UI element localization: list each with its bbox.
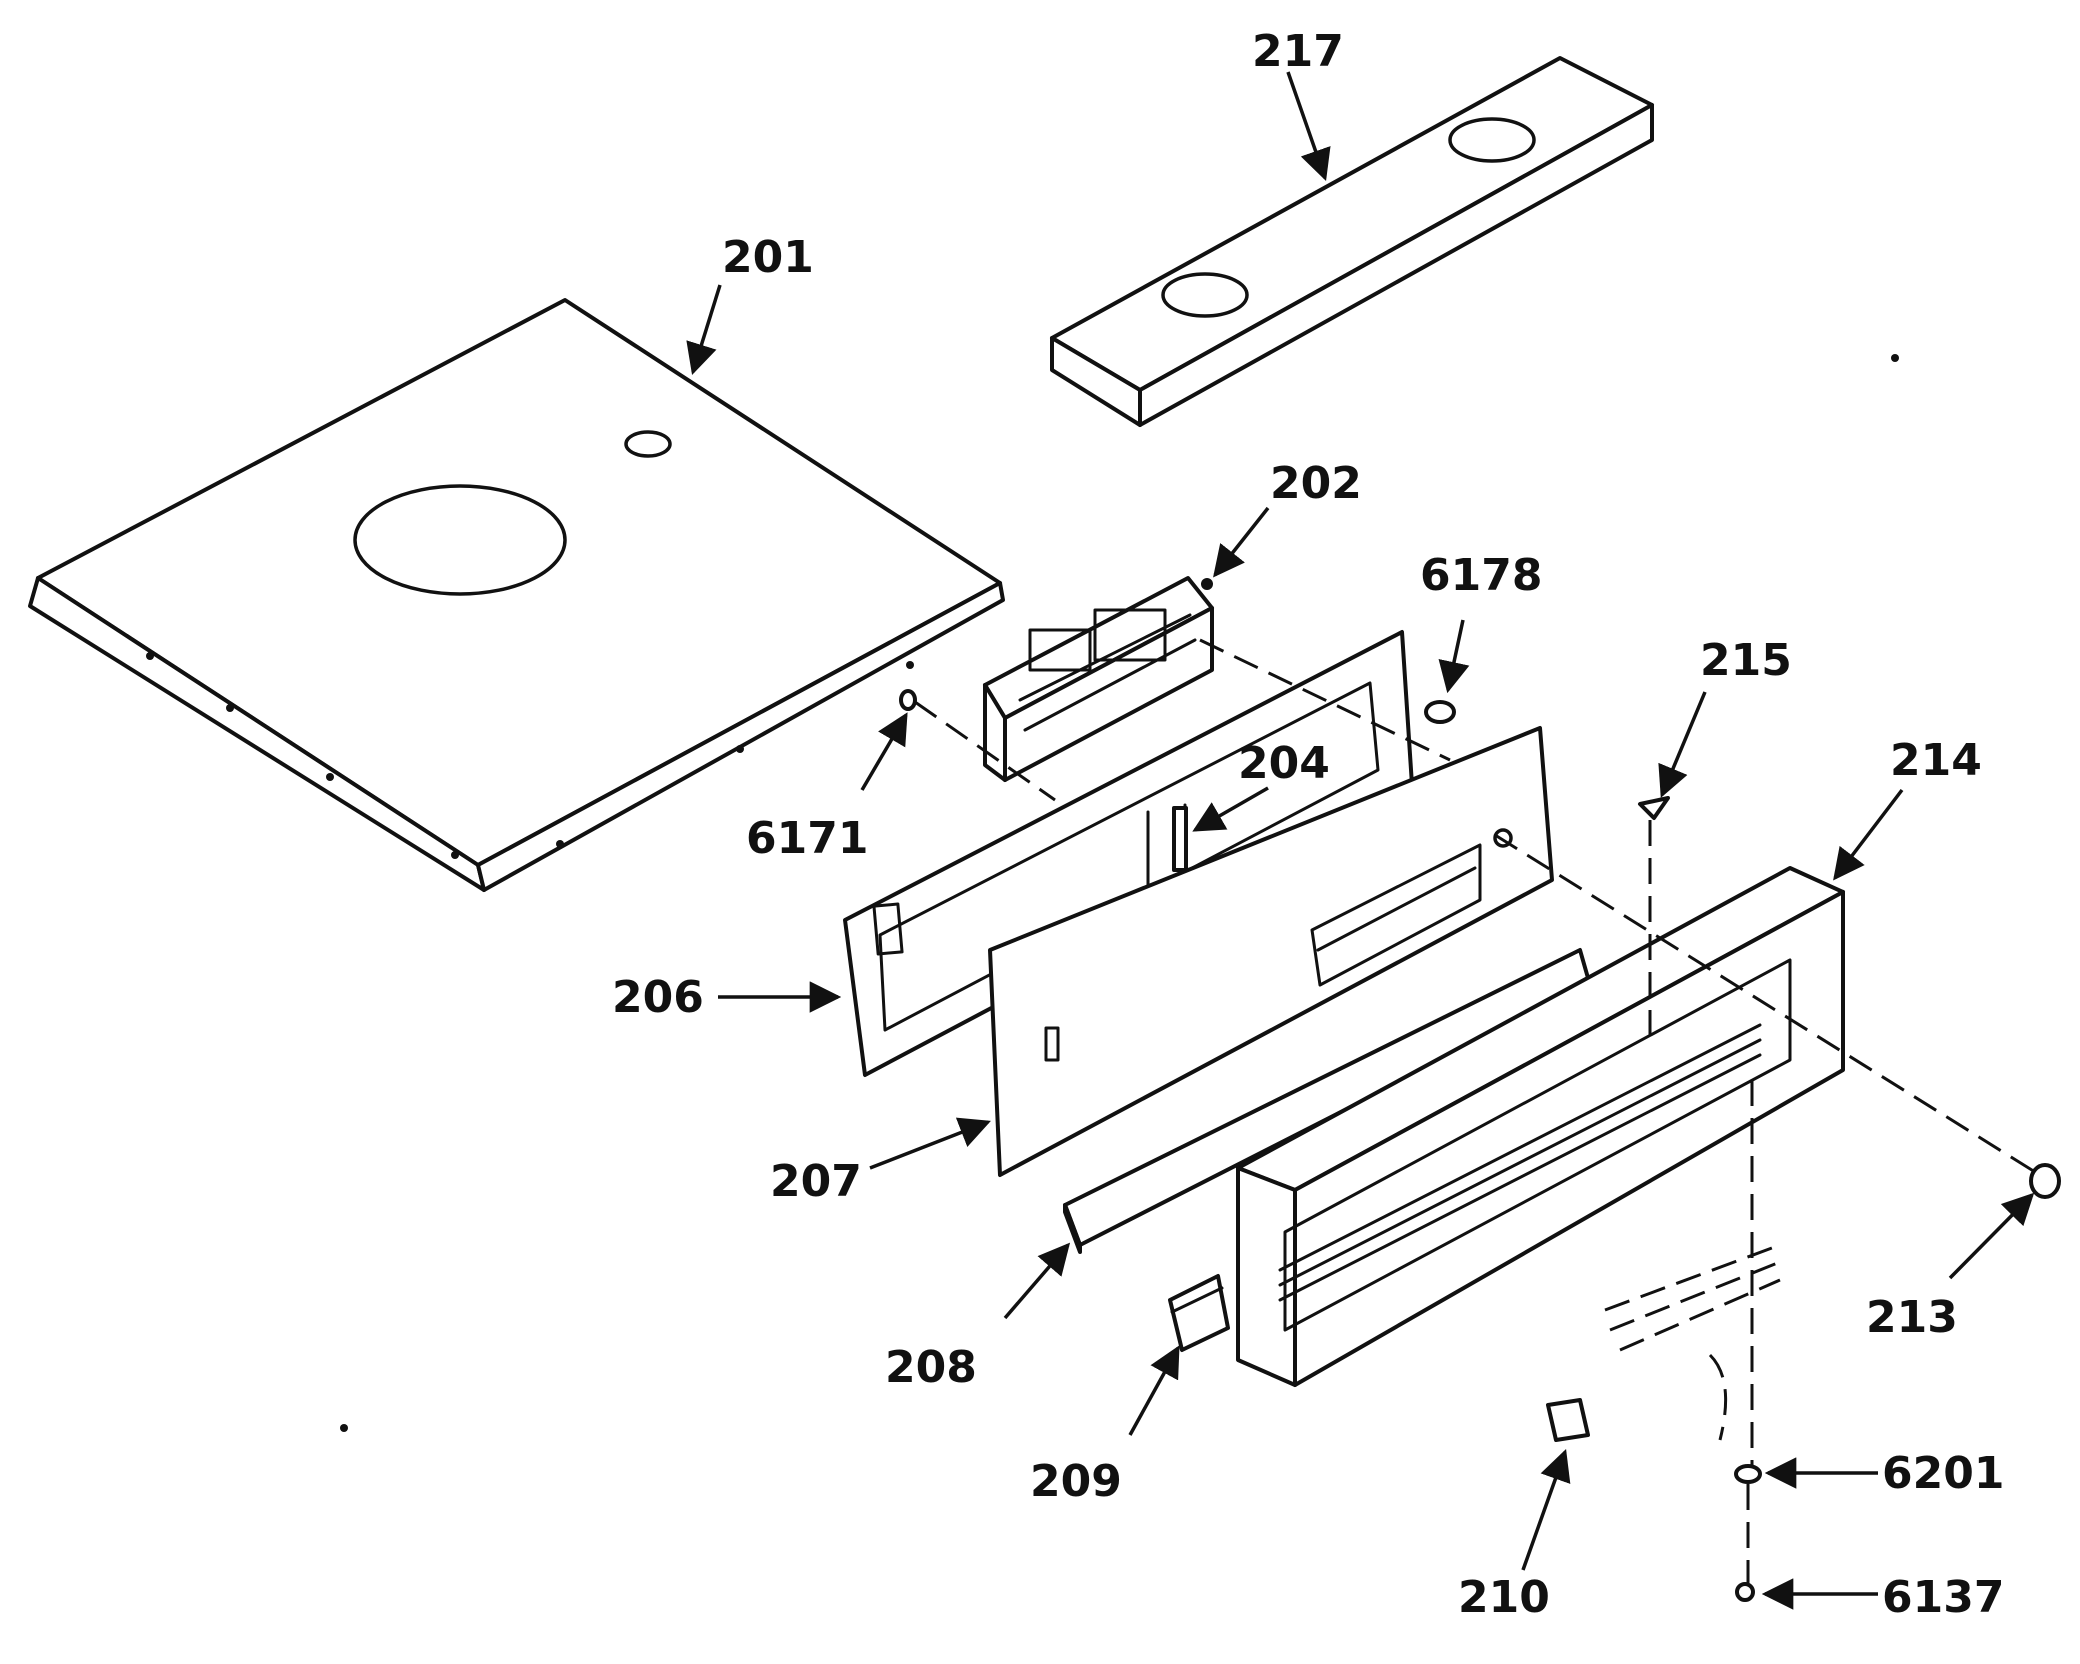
label-214: 214 (1890, 735, 1982, 786)
callout-labels: 201 217 202 6178 215 204 214 6171 206 20… (612, 26, 2004, 1623)
part-204-pin (1172, 806, 1188, 872)
part-201-top-panel (28, 298, 1005, 892)
label-6178: 6178 (1420, 550, 1542, 601)
label-217: 217 (1252, 26, 1344, 77)
part-6137-screw (1735, 1582, 1755, 1602)
label-6171: 6171 (746, 813, 868, 864)
label-210: 210 (1458, 1572, 1550, 1623)
label-202: 202 (1270, 458, 1362, 509)
part-6201-washer (1734, 1464, 1762, 1484)
label-215: 215 (1700, 635, 1792, 686)
part-217-top-bracket (1050, 56, 1654, 427)
label-204: 204 (1238, 738, 1330, 789)
label-208: 208 (885, 1342, 977, 1393)
label-206: 206 (612, 972, 704, 1023)
callout-leaders (686, 71, 2035, 1610)
part-6171-screw (899, 689, 917, 711)
part-202-control-module (983, 576, 1214, 782)
label-207: 207 (770, 1156, 862, 1207)
part-6178-screw (1424, 700, 1456, 724)
scan-specks (340, 354, 1899, 1432)
label-6201: 6201 (1882, 1448, 2004, 1499)
label-209: 209 (1030, 1456, 1122, 1507)
part-209-bracket (1168, 1274, 1230, 1352)
part-213-knob (2029, 1163, 2061, 1199)
part-210-clip (1546, 1398, 1590, 1442)
part-207-panel-insert (988, 726, 1554, 1177)
label-6137: 6137 (1882, 1572, 2004, 1623)
part-215-screw (1638, 796, 1670, 820)
part-214-outer-frame (1236, 866, 1845, 1387)
label-213: 213 (1866, 1292, 1958, 1343)
assembly-lines (914, 638, 2036, 1585)
label-201: 201 (722, 232, 814, 283)
